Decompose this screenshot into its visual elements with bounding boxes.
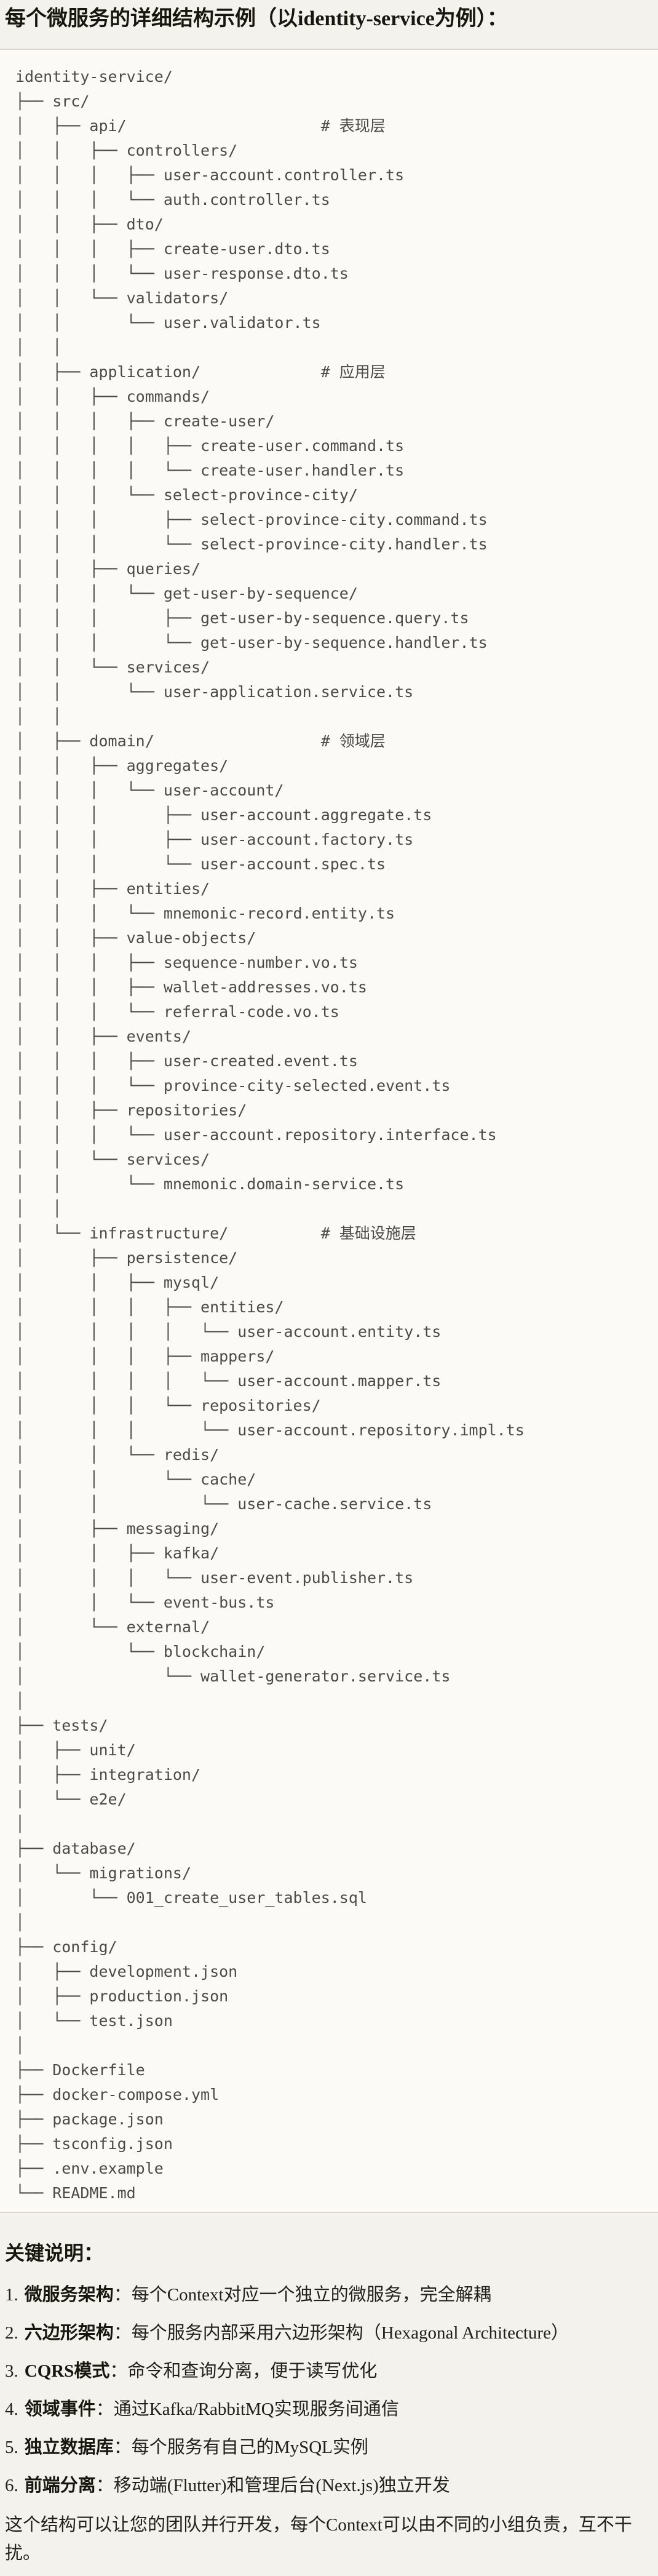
- note-label: 六边形架构: [24, 2323, 114, 2343]
- note-label: CQRS模式: [24, 2361, 110, 2381]
- note-item: 5. 独立数据库：每个服务有自己的MySQL实例: [5, 2433, 652, 2462]
- note-number: 5.: [5, 2437, 18, 2457]
- note-text: 每个Context对应一个独立的微服务，完全解耦: [131, 2284, 491, 2305]
- note-item: 4. 领域事件：通过Kafka/RabbitMQ实现服务间通信: [5, 2395, 652, 2423]
- code-block: identity-service/ ├── src/ │ ├── api/ # …: [0, 48, 658, 2213]
- note-item: 1. 微服务架构：每个Context对应一个独立的微服务，完全解耦: [5, 2281, 652, 2309]
- note-colon: ：: [113, 2323, 132, 2343]
- note-colon: ：: [113, 2437, 132, 2457]
- note-text: 每个服务有自己的MySQL实例: [131, 2437, 368, 2457]
- directory-tree: identity-service/ ├── src/ │ ├── api/ # …: [15, 67, 525, 2202]
- note-number: 1.: [5, 2284, 18, 2305]
- note-number: 4.: [5, 2399, 18, 2419]
- note-text: 移动端(Flutter)和管理后台(Next.js)独立开发: [113, 2475, 450, 2495]
- note-item: 3. CQRS模式：命令和查询分离，便于读写优化: [5, 2357, 652, 2385]
- note-label: 独立数据库: [24, 2437, 114, 2457]
- note-label: 领域事件: [24, 2399, 96, 2419]
- note-item: 2. 六边形架构：每个服务内部采用六边形架构（Hexagonal Architec…: [5, 2319, 652, 2347]
- notes-heading: 关键说明：: [5, 2241, 104, 2264]
- note-number: 3.: [5, 2361, 18, 2381]
- page-title: 每个微服务的详细结构示例（以identity-service为例）：: [5, 7, 508, 30]
- closing-paragraph: 这个结构可以让您的团队并行开发，每个Context可以由不同的小组负责，互不干扰…: [5, 2514, 632, 2563]
- note-text: 通过Kafka/RabbitMQ实现服务间通信: [113, 2399, 399, 2419]
- notes-section: 关键说明： 1.微服务架构：每个Context对应一个独立的微服务，完全解耦 2…: [0, 2238, 658, 2576]
- note-text: 命令和查询分离，便于读写优化: [127, 2361, 378, 2381]
- note-colon: ：: [113, 2284, 132, 2305]
- note-number: 6.: [5, 2475, 18, 2495]
- note-number: 2.: [5, 2323, 18, 2343]
- note-colon: ：: [95, 2399, 114, 2419]
- note-label: 微服务架构: [24, 2284, 114, 2305]
- note-item: 6. 前端分离：移动端(Flutter)和管理后台(Next.js)独立开发: [5, 2471, 652, 2500]
- note-text: 每个服务内部采用六边形架构（Hexagonal Architecture）: [131, 2323, 569, 2343]
- note-colon: ：: [109, 2361, 128, 2381]
- note-label: 前端分离: [24, 2475, 96, 2495]
- note-colon: ：: [95, 2475, 114, 2495]
